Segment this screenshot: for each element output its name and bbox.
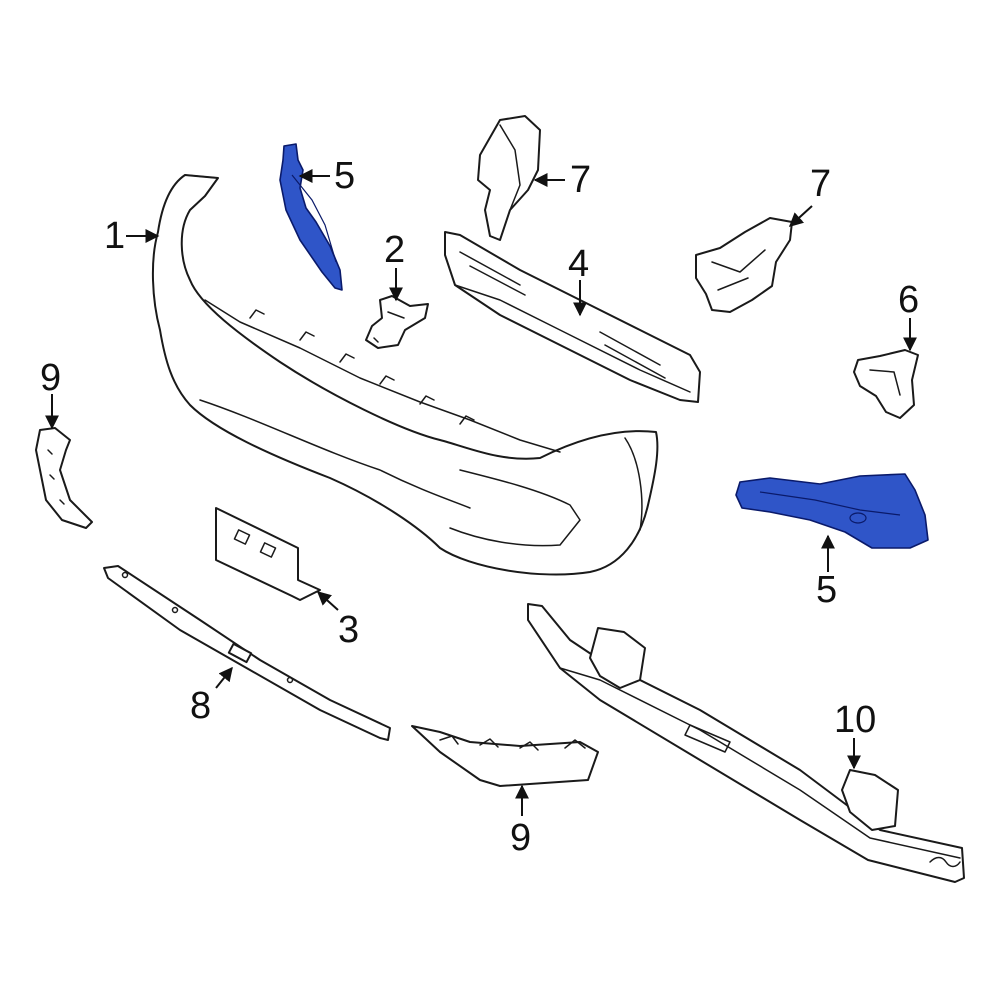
part-4-energy-absorber xyxy=(444,231,701,403)
leader-7-right xyxy=(788,205,813,227)
leader-3 xyxy=(316,591,339,611)
part-10-reinforcement-beam xyxy=(527,603,965,883)
callout-8: 8 xyxy=(190,685,211,727)
part-9-lower-bracket xyxy=(411,725,599,787)
part-5-lower-bracket xyxy=(735,473,929,549)
callout-9-bottom: 9 xyxy=(510,817,531,859)
part-5-upper-bracket xyxy=(279,143,343,291)
callout-9-left: 9 xyxy=(40,357,61,399)
part-6-bracket xyxy=(853,349,919,419)
callout-5-top: 5 xyxy=(334,155,355,197)
part-3-plate-bracket xyxy=(215,507,321,601)
callout-10: 10 xyxy=(834,699,876,741)
part-7-right-bracket xyxy=(695,217,793,313)
part-1-bumper-cover xyxy=(151,174,659,576)
part-7-left-shield xyxy=(477,115,541,241)
callout-2: 2 xyxy=(384,229,405,271)
callout-7-left: 7 xyxy=(570,159,591,201)
callout-6: 6 xyxy=(898,279,919,321)
part-9-left-bracket xyxy=(35,427,93,529)
part-5-lower-shape xyxy=(735,473,929,549)
callout-7-right: 7 xyxy=(810,163,831,205)
callout-1: 1 xyxy=(104,215,125,257)
callout-labels: 1 5 2 7 4 7 6 5 9 3 8 9 10 xyxy=(40,155,919,859)
callout-4: 4 xyxy=(568,243,589,285)
leader-8 xyxy=(215,666,233,689)
leader-lines xyxy=(45,169,917,816)
callout-3: 3 xyxy=(338,609,359,651)
callout-5-right: 5 xyxy=(816,569,837,611)
part-2-bracket xyxy=(365,295,429,349)
part-8-trim-strip xyxy=(103,565,391,741)
part-5-upper-shape xyxy=(279,143,343,291)
